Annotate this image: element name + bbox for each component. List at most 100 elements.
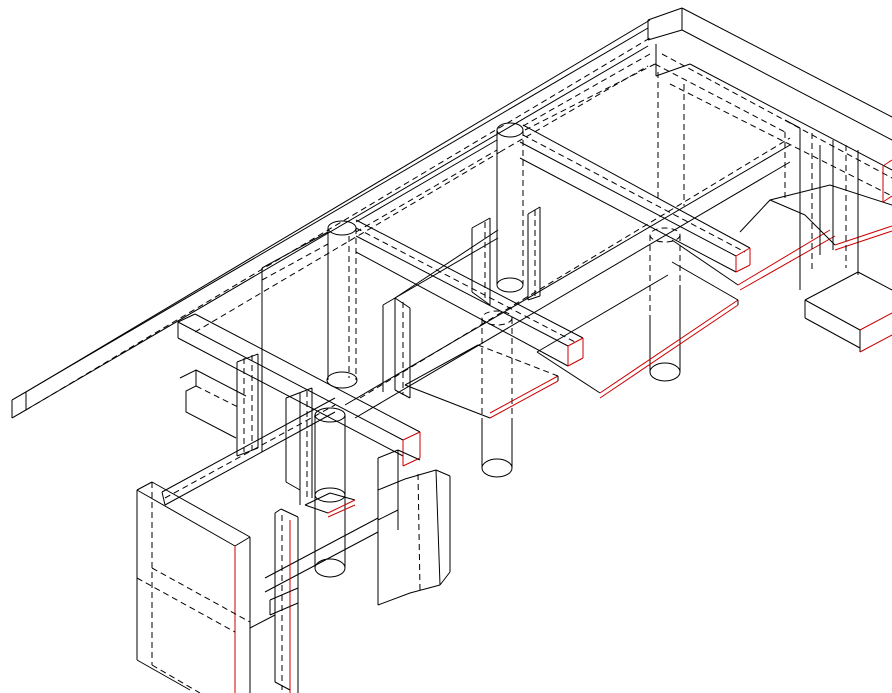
far-right-slab-highlight-edge [835,226,892,245]
top-right-beam-edge [648,30,682,40]
column-5-highlight-edge [328,500,355,513]
cross-beam-2-edge [520,158,736,272]
top-right-beam-hidden-edge [662,54,892,178]
cross-beam-1 [356,220,583,366]
column-link-beam-hidden-edge [262,244,328,280]
column-5-highlight-edge [328,505,355,517]
column-5-edge [305,505,328,513]
cross-beam-1-hidden-edge [356,228,575,342]
middle-long-beam-edge [395,230,498,298]
cross-beam-1-edge [356,220,583,338]
cross-beam-2-edge [523,125,750,248]
lower-long-beam [162,398,378,592]
left-wall-panel-edge [137,490,235,546]
column-link-beam-hidden-edge [523,54,650,126]
top-right-beam-edge [682,8,892,117]
right-columns [785,120,858,290]
left-vertical-wall-edge [237,354,258,362]
right-box-edge [805,272,858,300]
cross-beam-3-highlight-edge [403,432,420,440]
thin-post-edge [250,615,275,628]
thin-post-edge [270,603,298,615]
right-columns-edge [785,120,800,128]
column-5-section-outline [315,559,345,577]
right-box [805,272,892,352]
stepped-bracket-profile-edge [180,370,236,438]
left-vertical-wall [237,268,262,456]
center-curved-panel-edge [378,450,398,458]
center-slab-edge [405,385,490,418]
far-right-slab [672,185,892,290]
left-wall-panel-edge [235,537,250,546]
thin-post-edge [275,682,290,690]
right-box-edge [805,318,860,348]
cross-beam-2-edge [520,142,736,256]
left-vertical-wall-edge [237,448,258,456]
column-1-section-outline [327,372,357,388]
stepped-bracket-hidden-edge [196,386,240,408]
top-right-beam [648,8,892,196]
stepped-bracket-edge [196,370,246,396]
top-right-beam-hidden-edge [670,84,892,196]
far-right-red-block [883,160,892,202]
thin-post-edge [270,588,298,600]
mid-left-panel-edge [286,482,300,490]
left-wall-panel-edge [137,482,152,490]
middle-long-beam-hidden-edge [360,138,790,398]
upper-slab-frame-hidden-edge [655,64,785,132]
column-5 [305,408,355,577]
center-box [472,207,540,305]
left-wall-panel-hidden-edge [137,578,235,632]
far-right-red-block-highlight-edge [883,160,892,166]
center-slab [405,345,558,418]
column-5-edge [305,493,330,505]
right-slab-edge [537,275,668,352]
far-right-slab-highlight-edge [738,230,830,285]
top-right-beam-edge [682,30,892,140]
center-slab-hidden-edge [478,345,558,376]
right-box-edge [858,272,892,290]
right-box-highlight-edge [860,313,892,330]
center-slab-highlight-edge [490,381,558,418]
center-wall [383,298,410,398]
main-beam-edge [12,28,648,400]
main-beam-hidden-edge [195,152,500,332]
top-right-beam-edge [690,64,892,170]
column-link-beam-edge [356,140,497,222]
cross-beam-1-edge [356,236,568,346]
far-right-slab-edge [672,240,738,285]
right-slab-highlight-edge [600,305,738,398]
center-curved-panel-edge [398,450,420,460]
cross-beam-1-edge [356,252,568,366]
lower-long-beam-edge [165,412,335,505]
center-slab-highlight-edge [490,376,558,413]
cross-beam-3-edge [178,322,403,440]
middle-long-beam-edge [345,145,790,405]
cross-beam-1-highlight-edge [568,358,583,366]
column-link-beam [262,54,650,280]
thin-post-edge [275,509,281,513]
far-right-slab-highlight-edge [835,231,892,250]
main-beam-hidden-edge [26,38,650,410]
column-4-section-outline [650,363,680,381]
cross-beam-1-highlight-edge [568,338,583,346]
column-2-section-outline [497,123,523,137]
center-box-edge [528,296,540,300]
lower-long-beam-edge [162,492,165,505]
left-wall-panel-hidden-edge [152,568,250,622]
center-curved-panel-profile-edge [378,585,440,605]
far-right-slab-highlight-edge [740,236,835,290]
center-slab-edge [405,345,478,385]
cross-beam-2 [520,125,750,272]
cross-beam-3-edge [178,314,195,322]
column-2-section-outline [497,278,523,292]
left-wall-panel-edge [137,660,190,690]
right-slab [537,262,738,398]
cross-beam-3 [178,314,420,466]
right-slab-edge [537,352,600,393]
cross-beam-2-hidden-edge [523,135,745,252]
column-3-section-outline [482,459,512,477]
upper-slab-frame [525,64,785,206]
column-2 [497,123,523,292]
